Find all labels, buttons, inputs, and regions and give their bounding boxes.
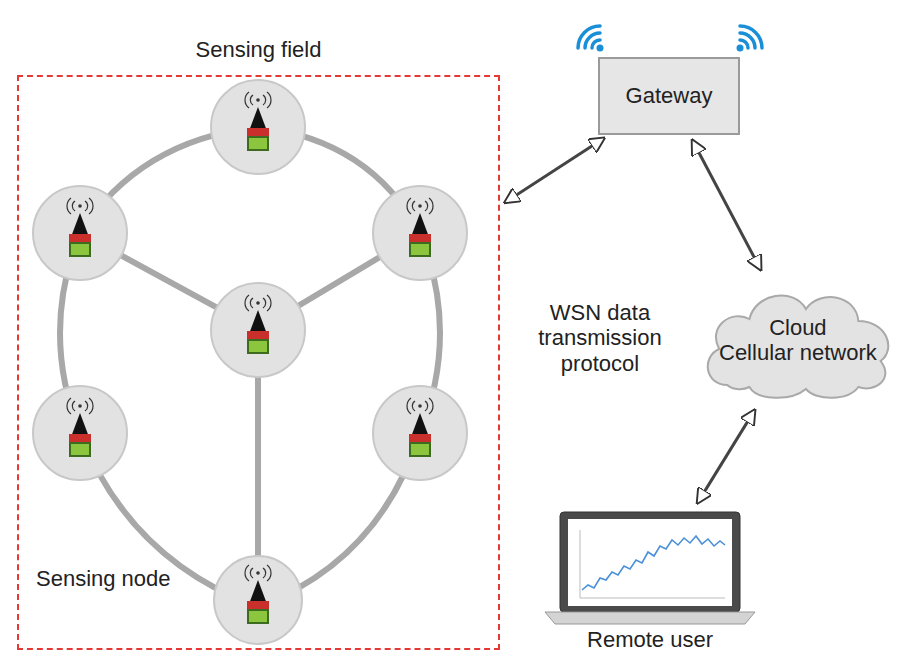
double-arrow xyxy=(505,138,604,202)
node-label: CloudCellular network xyxy=(711,315,885,366)
gateway-box: Gateway xyxy=(598,57,740,135)
cloud-outline xyxy=(708,296,889,398)
double-arrow xyxy=(692,140,760,269)
double-arrow xyxy=(698,410,755,503)
node-label: Gateway xyxy=(626,83,713,108)
sensor-nodes xyxy=(33,80,467,644)
sensing-field: Sensing field xyxy=(17,75,500,650)
remote-user: Remote user xyxy=(548,508,752,652)
protocol-label: WSN data transmission protocol xyxy=(523,300,677,376)
wifi-symbol xyxy=(578,26,762,52)
node-label: Sensing node xyxy=(36,566,236,591)
cloud-shape: CloudCellular network xyxy=(697,275,899,405)
user-caption: Remote user xyxy=(548,628,752,652)
field-title: Sensing field xyxy=(19,37,498,62)
mesh-links xyxy=(60,127,440,607)
laptop-illustration xyxy=(545,512,755,624)
